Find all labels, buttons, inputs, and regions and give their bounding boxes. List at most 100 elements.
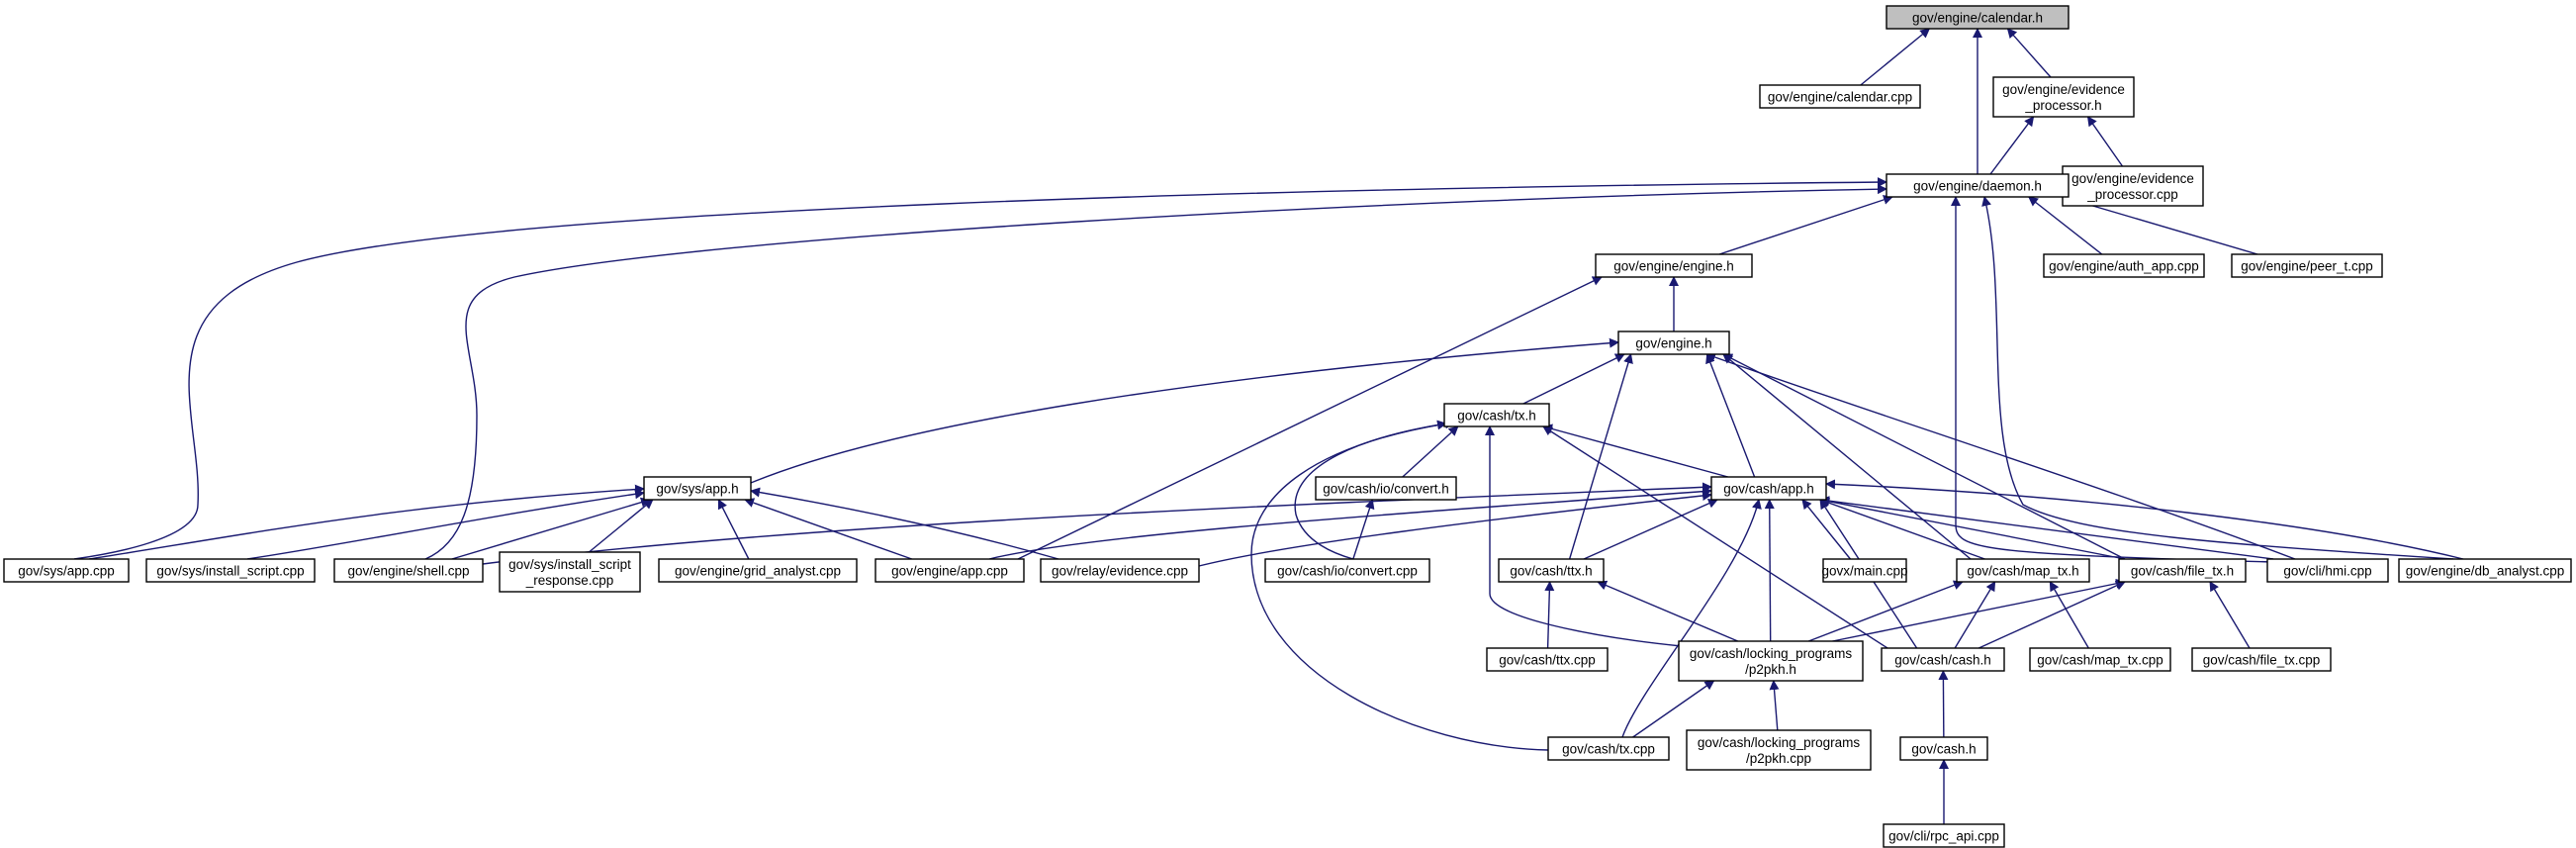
node-n36[interactable]: gov/cli/rpc_api.cpp [1883, 823, 2005, 848]
node-n29[interactable]: gov/cash/locking_programs/p2pkh.h [1678, 640, 1864, 682]
node-n24[interactable]: gov/cash/map_tx.h [1956, 558, 2090, 583]
node-label: gov/cash/locking_programs [1690, 646, 1853, 661]
node-box[interactable] [2398, 558, 2572, 583]
node-n27[interactable]: gov/engine/db_analyst.cpp [2398, 558, 2572, 583]
node-n03[interactable]: gov/engine/evidence_processor.h [1992, 76, 2135, 118]
node-box[interactable] [1759, 84, 1921, 109]
edge-n05-n27 [1981, 196, 2454, 560]
node-box[interactable] [2118, 558, 2247, 583]
edge-n09-n25 [1722, 353, 2126, 560]
node-box[interactable] [2231, 253, 2383, 278]
node-n17[interactable]: gov/sys/install_script_response.cpp [499, 551, 641, 593]
node-box[interactable] [1881, 647, 2005, 672]
edge-n05-n07 [2028, 196, 2103, 255]
node-n32[interactable]: gov/cash/file_tx.cpp [2191, 647, 2332, 672]
node-n16[interactable]: gov/engine/shell.cpp [333, 558, 484, 583]
node-box[interactable] [1617, 330, 1730, 355]
node-box[interactable] [1443, 403, 1550, 427]
node-box[interactable] [1899, 736, 1988, 761]
node-box[interactable] [1992, 76, 2135, 118]
node-box[interactable] [643, 476, 752, 501]
node-label: govx/main.cpp [1821, 564, 1907, 579]
node-label: gov/engine/evidence [2002, 82, 2125, 97]
node-n23[interactable]: govx/main.cpp [1821, 558, 1908, 583]
node-n06[interactable]: gov/engine/engine.h [1595, 253, 1753, 278]
node-box[interactable] [1498, 558, 1605, 583]
node-n14[interactable]: gov/sys/app.cpp [3, 558, 130, 583]
edge-n09-n10 [1522, 353, 1625, 405]
edge-n10-n12 [1542, 424, 1728, 478]
node-box[interactable] [1040, 558, 1200, 583]
node-box[interactable] [1956, 558, 2090, 583]
node-n28[interactable]: gov/cash/ttx.cpp [1486, 647, 1609, 672]
node-n31[interactable]: gov/cash/map_tx.cpp [2029, 647, 2171, 672]
node-n04[interactable]: gov/engine/evidence_processor.cpp [2062, 165, 2204, 207]
node-n07[interactable]: gov/engine/auth_app.cpp [2043, 253, 2205, 278]
node-box[interactable] [1686, 729, 1872, 771]
node-n12[interactable]: gov/cash/app.h [1710, 476, 1827, 501]
node-box[interactable] [3, 558, 130, 583]
edge-n03-n04 [2086, 116, 2124, 167]
edge-n13-n20 [750, 487, 1059, 560]
node-n08[interactable]: gov/engine/peer_t.cpp [2231, 253, 2383, 278]
node-box[interactable] [333, 558, 484, 583]
node-n34[interactable]: gov/cash/locking_programs/p2pkh.cpp [1686, 729, 1872, 771]
edge-n09-n13 [750, 337, 1619, 484]
node-box[interactable] [1883, 823, 2005, 848]
node-box[interactable] [1822, 558, 1907, 583]
node-box[interactable] [1886, 5, 2070, 30]
node-box[interactable] [2043, 253, 2205, 278]
node-n35[interactable]: gov/cash.h [1899, 736, 1988, 761]
node-n11[interactable]: gov/cash/io/convert.h [1315, 476, 1457, 501]
node-label: gov/cash/tx.h [1457, 409, 1536, 424]
node-n02[interactable]: gov/engine/calendar.cpp [1759, 84, 1921, 109]
node-box[interactable] [2266, 558, 2389, 583]
node-n09[interactable]: gov/engine.h [1617, 330, 1730, 355]
node-n25[interactable]: gov/cash/file_tx.h [2118, 558, 2247, 583]
node-box[interactable] [499, 551, 641, 593]
node-box[interactable] [1886, 173, 2070, 198]
node-label: gov/sys/install_script [508, 557, 631, 572]
edge-n12-n23 [1801, 499, 1851, 560]
node-n13[interactable]: gov/sys/app.h [643, 476, 752, 501]
node-label: _processor.h [2024, 98, 2101, 113]
node-box[interactable] [1486, 647, 1609, 672]
node-box[interactable] [2029, 647, 2171, 672]
node-n05[interactable]: gov/engine/daemon.h [1886, 173, 2070, 198]
node-n30[interactable]: gov/cash/cash.h [1881, 647, 2005, 672]
node-n19[interactable]: gov/engine/app.cpp [874, 558, 1025, 583]
edge-n13-n17 [588, 499, 654, 553]
edge-n29-n34 [1769, 680, 1780, 731]
node-label: /p2pkh.h [1745, 662, 1796, 677]
node-n20[interactable]: gov/relay/evidence.cpp [1040, 558, 1200, 583]
node-n18[interactable]: gov/engine/grid_analyst.cpp [658, 558, 858, 583]
node-label: gov/engine/engine.h [1613, 259, 1734, 274]
node-n33[interactable]: gov/cash/tx.cpp [1547, 736, 1670, 761]
node-box[interactable] [1547, 736, 1670, 761]
node-box[interactable] [145, 558, 316, 583]
edge-n05-n14 [73, 177, 1887, 560]
edge-n24-n29 [1807, 580, 1964, 642]
node-n15[interactable]: gov/sys/install_script.cpp [145, 558, 316, 583]
node-label: gov/sys/app.h [656, 482, 738, 497]
node-box[interactable] [2062, 165, 2204, 207]
edge-n05-n26 [1951, 196, 2276, 563]
node-box[interactable] [2191, 647, 2332, 672]
node-n22[interactable]: gov/cash/ttx.h [1498, 558, 1605, 583]
node-label: gov/engine/auth_app.cpp [2049, 259, 2199, 274]
node-n01[interactable]: gov/engine/calendar.h [1886, 5, 2070, 30]
node-box[interactable] [874, 558, 1025, 583]
node-box[interactable] [1595, 253, 1753, 278]
node-n21[interactable]: gov/cash/io/convert.cpp [1264, 558, 1430, 583]
edge-n10-n30 [1542, 425, 1888, 649]
node-box[interactable] [1315, 476, 1457, 501]
node-n26[interactable]: gov/cli/hmi.cpp [2266, 558, 2389, 583]
edge-n09-n22 [1568, 353, 1633, 560]
node-box[interactable] [658, 558, 858, 583]
node-box[interactable] [1678, 640, 1864, 682]
edge-n12-n33 [1621, 499, 1762, 738]
node-box[interactable] [1264, 558, 1430, 583]
node-box[interactable] [1710, 476, 1827, 501]
node-n10[interactable]: gov/cash/tx.h [1443, 403, 1550, 427]
